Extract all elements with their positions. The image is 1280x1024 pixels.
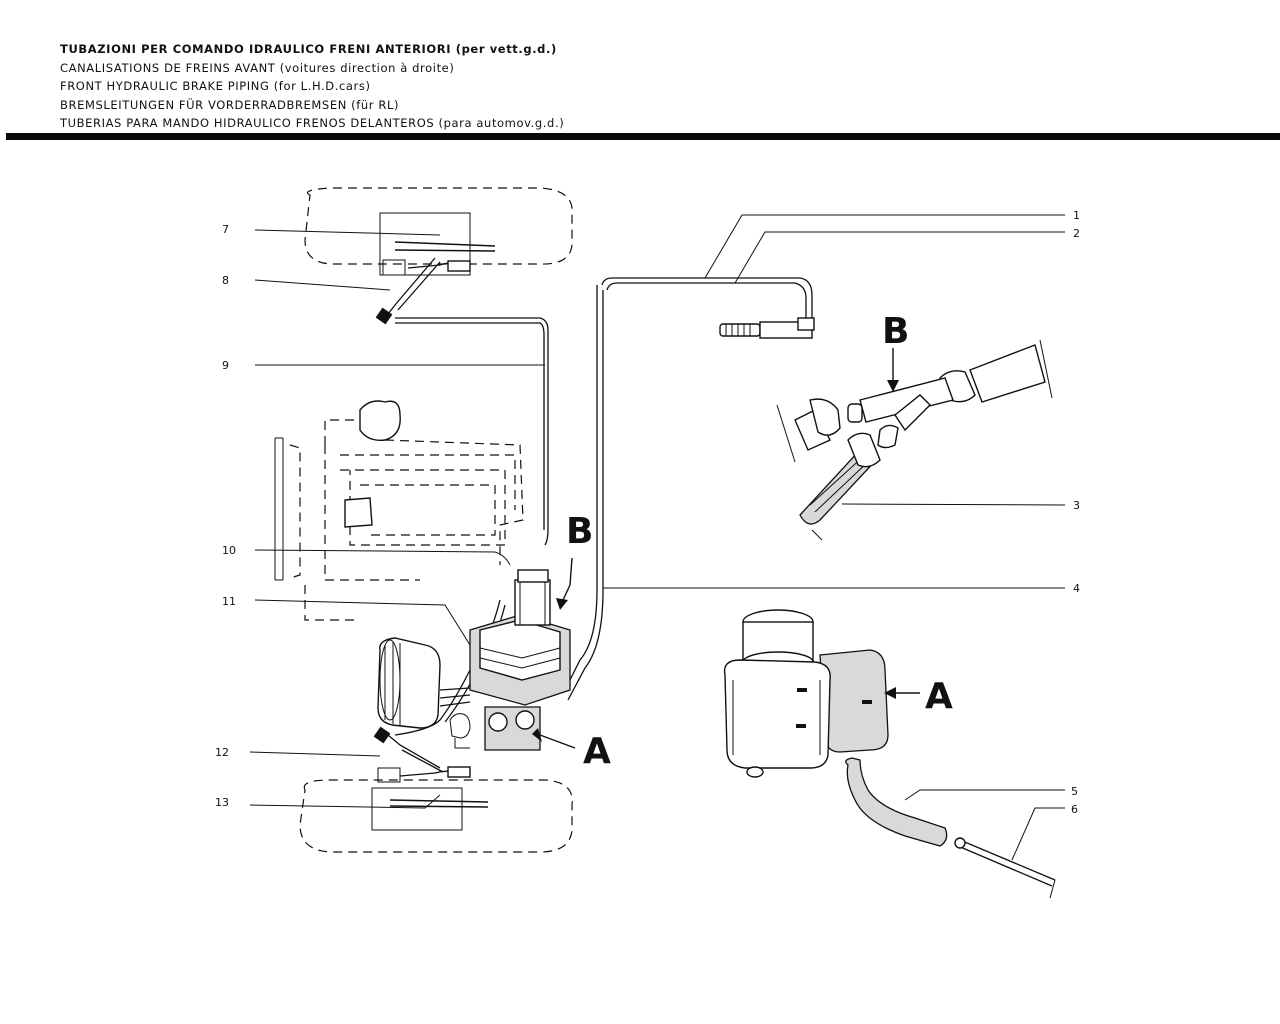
title-german: BREMSLEITUNGEN FÜR VORDERRADBREMSEN (für… [60,97,400,112]
upper-wheel-assembly [304,187,573,325]
detail-letter-a-detail: A [925,676,953,717]
callout-13: 13 [215,796,229,809]
detail-letters: B A B A [566,311,953,772]
callout-9: 9 [222,359,229,372]
callout-4: 4 [1073,582,1080,595]
title-italian: TUBAZIONI PER COMANDO IDRAULICO FRENI AN… [60,42,557,56]
callout-2: 2 [1073,227,1080,240]
detail-letter-a-main: A [583,731,611,772]
sender-unit [719,317,815,339]
callout-6: 6 [1071,803,1078,816]
engine-outline [274,400,524,621]
callout-3: 3 [1073,499,1080,512]
master-cylinder-assembly [377,569,571,751]
detail-b-hose-junction [776,339,1053,541]
detail-letter-b-main: B [566,511,593,552]
detail-a-reservoir [723,609,889,778]
callout-5: 5 [1071,785,1078,798]
callout-8: 8 [222,274,229,287]
title-spanish: TUBERIAS PARA MANDO HIDRAULICO FRENOS DE… [60,116,565,130]
callout-11: 11 [222,595,236,608]
callout-7: 7 [222,223,229,236]
detail-letter-b-detail: B [882,311,909,352]
pointer-arrows [532,348,920,749]
brake-pipes [394,277,815,736]
title-english: FRONT HYDRAULIC BRAKE PIPING (for L.H.D.… [60,79,371,93]
title-french: CANALISATIONS DE FREINS AVANT (voitures … [60,60,455,75]
callout-12: 12 [215,746,229,759]
leader-lines [249,214,1066,861]
hose-and-pipe-detail [845,757,1056,899]
callout-numbers: 7 8 9 10 11 12 13 1 2 3 4 5 6 [215,209,1080,816]
title-block: TUBAZIONI PER COMANDO IDRAULICO FRENI AN… [60,40,564,133]
lower-wheel-assembly [299,726,573,853]
callout-10: 10 [222,544,236,557]
callout-1: 1 [1073,209,1080,222]
header-rule [6,133,1280,140]
